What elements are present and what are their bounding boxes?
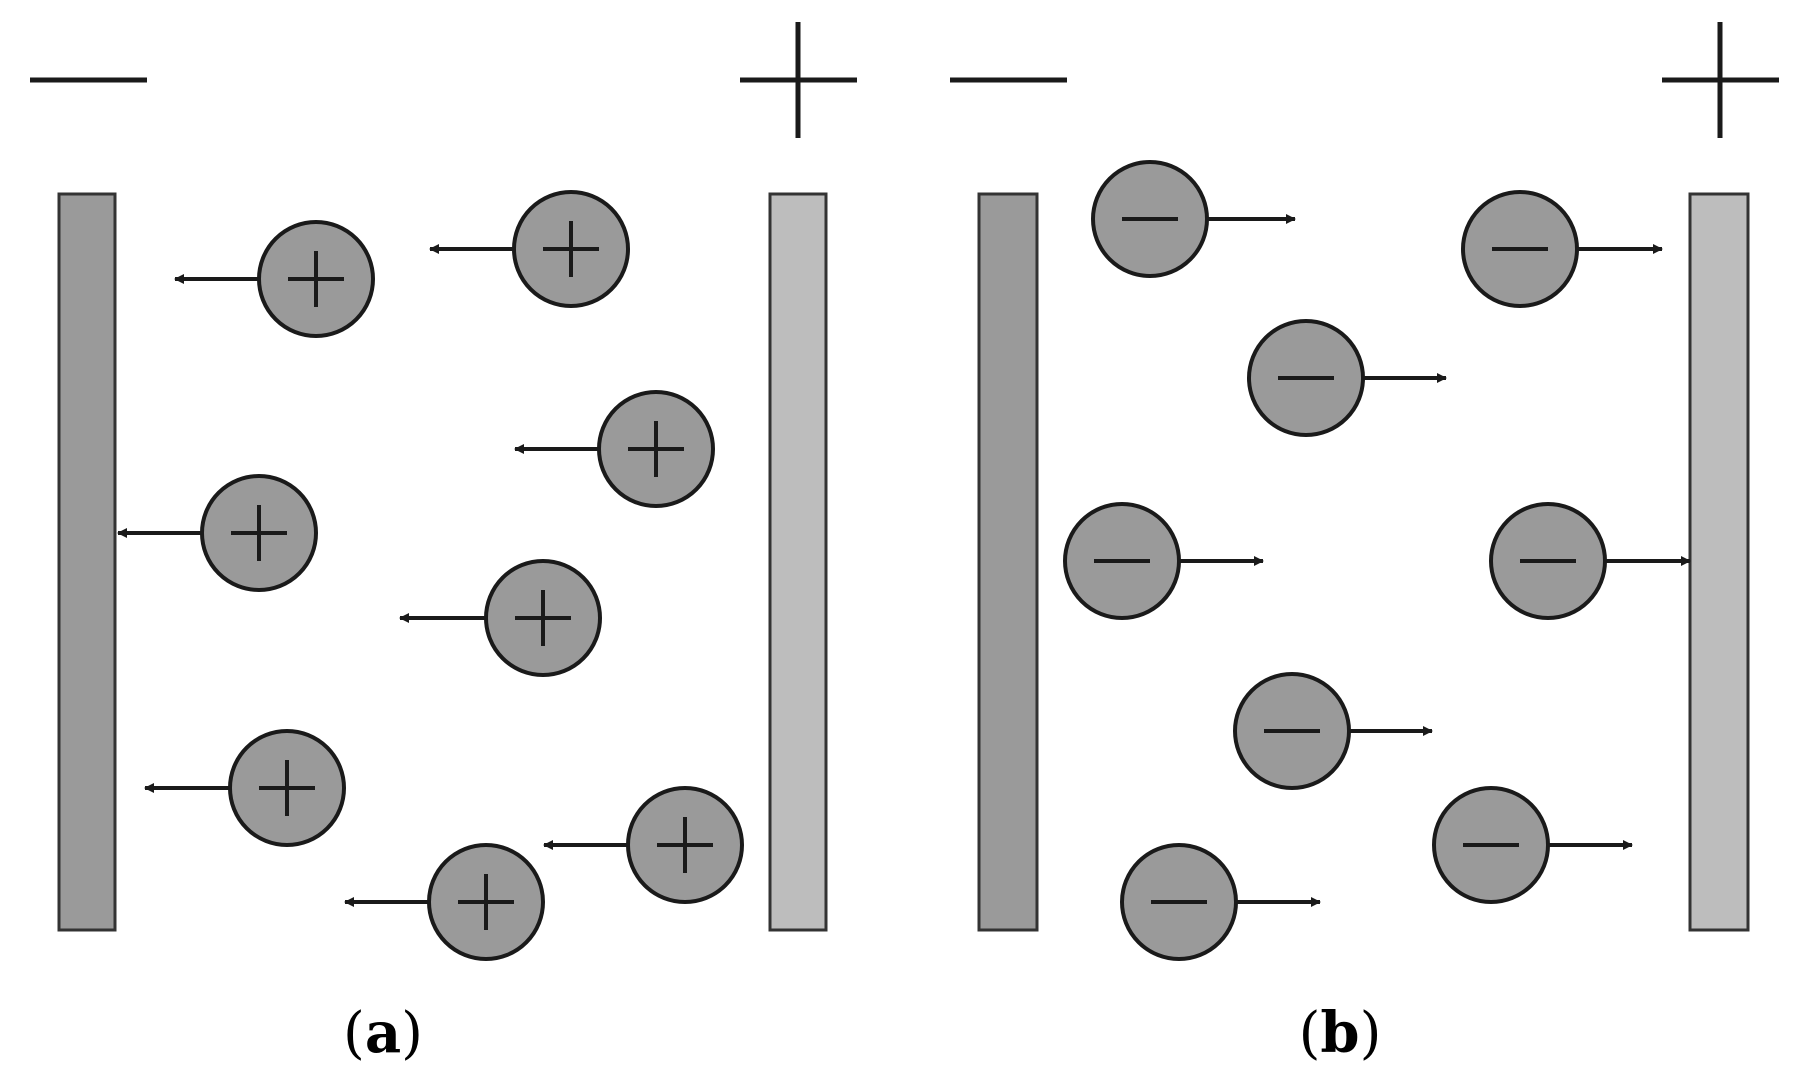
panel-b-ions [1063, 160, 1691, 961]
panel-b-ion [1432, 786, 1633, 904]
panel-a-anode-electrode [768, 192, 828, 932]
panel-b-cathode-electrode [977, 192, 1039, 932]
panel-a-ion [429, 190, 630, 308]
panel-a-ions [117, 190, 744, 961]
panel-b-anode-electrode [1688, 192, 1750, 932]
panel-a-ion [543, 786, 744, 904]
panel-a-ion [144, 729, 346, 847]
panel-b-ion [1489, 502, 1691, 620]
panel-a: (a) [30, 22, 857, 1066]
panel-a-ion [399, 559, 602, 677]
panel-b: (b) [950, 22, 1779, 1066]
panel-a-cathode-electrode [57, 192, 117, 932]
panel-a-ion [117, 474, 318, 592]
panel-a-ion [514, 390, 715, 508]
panel-b-ion [1233, 672, 1433, 790]
panel-b-ion [1247, 319, 1447, 437]
panel-b-ion [1063, 502, 1264, 620]
panel-a-ion [174, 220, 375, 338]
panel-b-ion [1461, 190, 1663, 308]
panel-b-ion [1120, 843, 1321, 961]
panel-a-caption: (a) [343, 1000, 423, 1066]
panel-a-ion [344, 843, 545, 961]
panel-b-positive-sign [1662, 22, 1779, 138]
panel-a-positive-sign [740, 22, 857, 138]
panel-b-caption: (b) [1299, 1000, 1382, 1066]
panel-b-ion [1091, 160, 1296, 278]
